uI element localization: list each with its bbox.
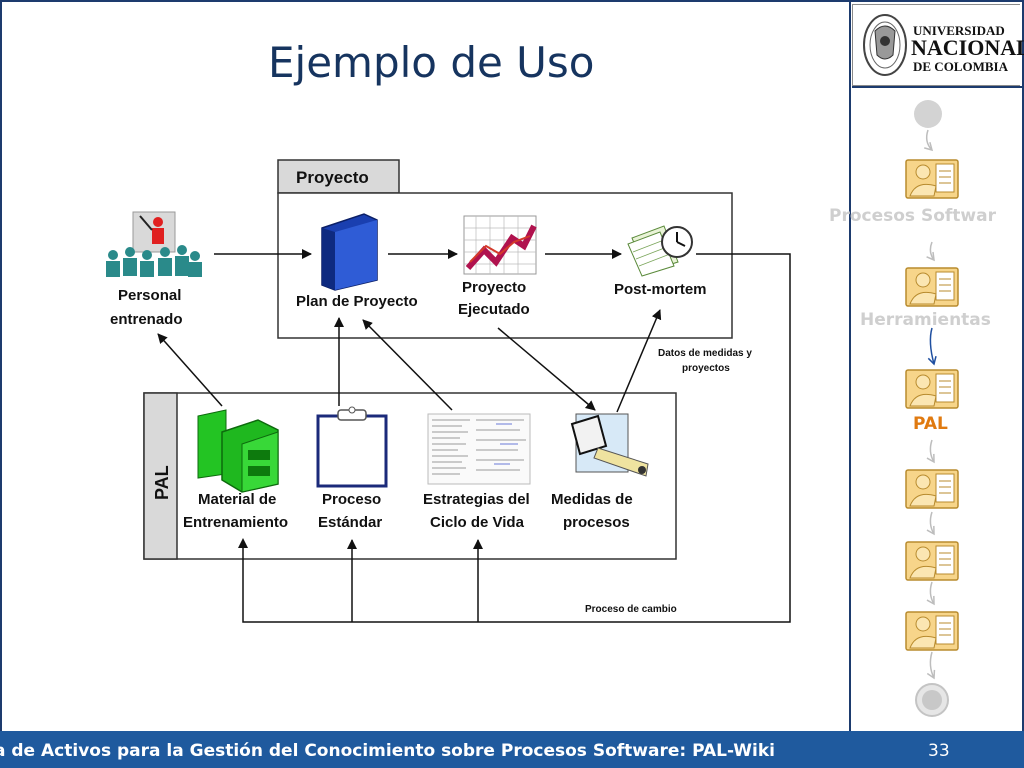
datos-label-2: proyectos [682, 363, 730, 374]
activity-icon-2 [905, 267, 959, 307]
binder-icon [321, 213, 378, 291]
sidebar-process-flow [905, 100, 959, 717]
activity-icon-6 [905, 611, 959, 651]
plan-label: Plan de Proyecto [296, 293, 418, 310]
tape-measure-icon [570, 413, 649, 477]
university-logo: UNIVERSIDAD NACIONAL DE COLOMBIA [852, 4, 1024, 86]
personal-label-1: Personal [118, 287, 181, 304]
postmortem-label: Post-mortem [614, 281, 707, 298]
arrow-ejecutado-to-medidas [497, 327, 596, 411]
slide-frame [0, 0, 850, 731]
activity-icon-5 [905, 541, 959, 581]
datos-label-1: Datos de medidas y [658, 348, 752, 359]
proyecto-tab-label: Proyecto [296, 168, 369, 187]
arrow-estrategias-to-plan [362, 319, 453, 411]
slide-title: Ejemplo de Uso [268, 38, 595, 87]
logo-divider [852, 86, 1022, 88]
activity-icon-3 [905, 369, 959, 409]
footer-title: a de Activos para la Gestión del Conocim… [0, 741, 775, 761]
arrow-material-to-personal [157, 333, 223, 407]
cambio-label: Proceso de cambio [585, 604, 677, 615]
sidebar-item-procesos[interactable]: Procesos Softwar [829, 206, 996, 226]
estrategias-label-2: Ciclo de Vida [430, 514, 525, 531]
estrategias-label-1: Estrategias del [423, 491, 530, 508]
arrow-head-material [238, 538, 248, 548]
page-number: 33 [928, 741, 950, 761]
trainer-icon [106, 211, 202, 277]
proceso-label-2: Estándar [318, 514, 382, 531]
personal-label-2: entrenado [110, 311, 183, 328]
lifecycle-document-icon [427, 413, 531, 485]
medidas-label-2: procesos [563, 514, 630, 531]
ejecutado-label-1: Proyecto [462, 279, 526, 296]
sidebar-item-pal[interactable]: PAL [913, 414, 948, 434]
clipboard-icon [316, 406, 388, 488]
activity-icon-4 [905, 469, 959, 509]
ejecutado-label-2: Ejecutado [458, 301, 530, 318]
logo-line-2: NACIONAL [911, 35, 1024, 60]
flow-start-icon [914, 100, 942, 128]
arrow-medidas-to-postmortem [616, 309, 662, 413]
logo-line-3: DE COLOMBIA [913, 59, 1008, 74]
footer-bar [0, 731, 1024, 768]
calendar-clock-icon [627, 225, 693, 277]
diagram-connectors [157, 249, 791, 623]
proceso-label-1: Proceso [322, 491, 381, 508]
university-seal-icon [863, 14, 907, 76]
medidas-label-1: Medidas de [551, 491, 633, 508]
activity-icon-1 [905, 159, 959, 199]
process-diagram: Proyecto PAL Personal entrenado Plan de … [106, 159, 791, 623]
file-cabinet-icon [197, 409, 279, 493]
sidebar-item-herramientas[interactable]: Herramientas [860, 310, 991, 330]
executed-chart-icon [463, 215, 537, 275]
arrow-change-loop [242, 253, 791, 623]
pal-tab-label: PAL [152, 465, 172, 500]
logo-line-1: UNIVERSIDAD [913, 23, 1005, 38]
material-label-1: Material de [198, 491, 276, 508]
material-label-2: Entrenamiento [183, 514, 288, 531]
